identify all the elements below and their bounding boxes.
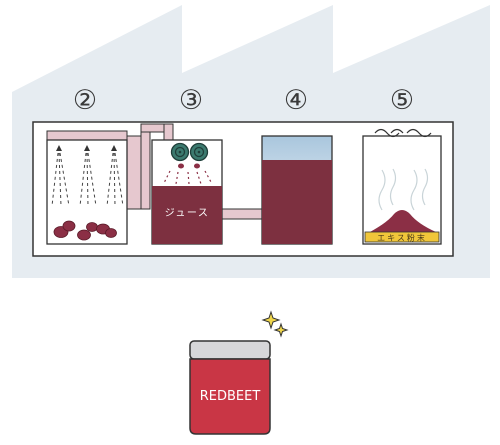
juice-drops: [163, 170, 212, 185]
sparkle-icon: [261, 310, 289, 338]
step-number-5: ⑤: [390, 85, 414, 116]
red-beets: [53, 220, 117, 241]
juice-label: ジュース: [165, 208, 210, 219]
connecting-pipes: [46, 123, 263, 220]
step-number-3: ③: [179, 85, 203, 116]
jar-body: [189, 358, 271, 435]
water-spray: [51, 152, 124, 207]
jar-label: REDBEET: [200, 389, 261, 404]
powder-label: エキス粉末: [377, 233, 427, 243]
concentration-tank: [261, 135, 333, 245]
juice-liquid: [152, 186, 222, 244]
step-number-4: ④: [284, 85, 308, 116]
juicing-tank: ジュース: [151, 139, 223, 245]
product-jar: REDBEET: [189, 340, 271, 435]
jar-lid: [189, 340, 271, 360]
washing-tank: [46, 139, 128, 245]
steam: [378, 168, 429, 211]
spray-nozzles: [56, 145, 117, 151]
crusher-rollers: [170, 142, 209, 169]
concentrate-liquid: [262, 160, 332, 244]
powder-pile: [370, 210, 436, 232]
powder-label-band: [364, 231, 440, 243]
drying-chamber: エキス粉末: [362, 128, 442, 245]
step-number-2: ②: [73, 85, 97, 116]
heater-coils: [374, 128, 432, 138]
